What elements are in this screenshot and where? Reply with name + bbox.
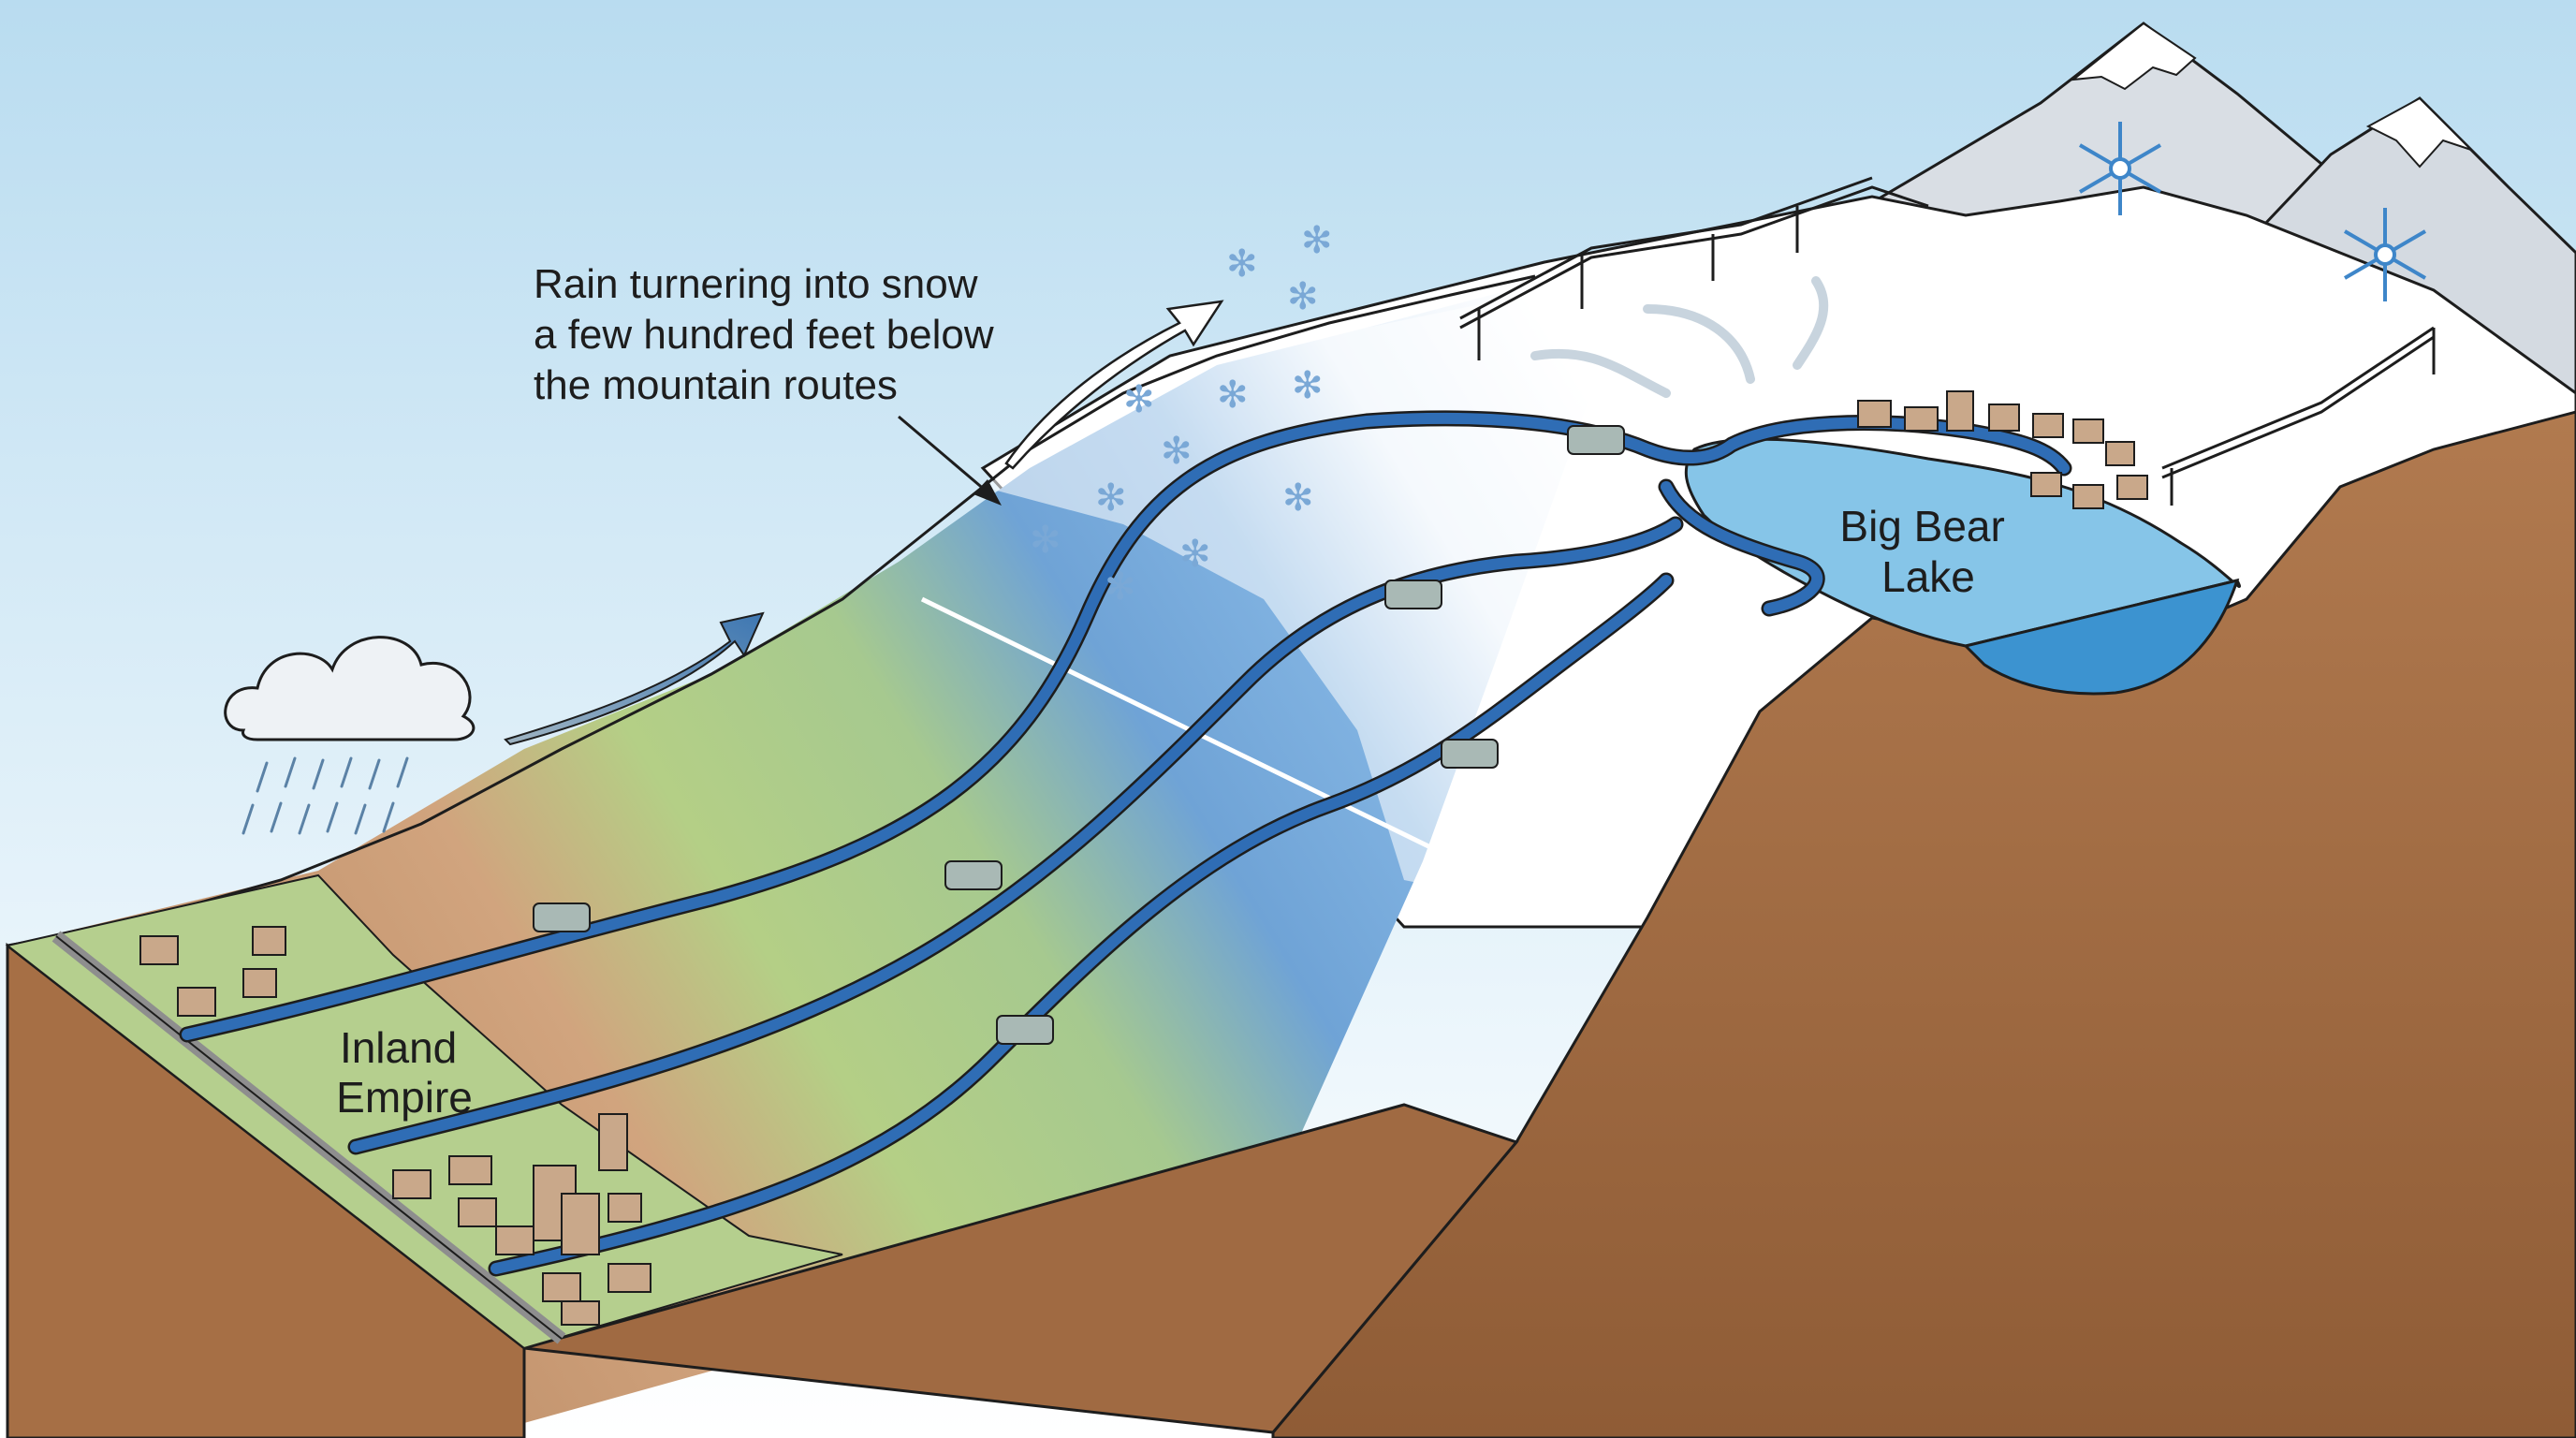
callout-arrow (898, 415, 1002, 506)
falling-snow: ✻✻✻ ✻✻✻ ✻✻✻ ✻✻✻ (1030, 219, 1333, 609)
mountain-roads (179, 410, 2072, 1277)
ski-trails (1530, 276, 1829, 398)
snowflake-icon (2078, 122, 2427, 301)
house-icon (139, 926, 651, 1326)
snow-line-wash (983, 262, 1778, 899)
wind-arrow-lower (504, 611, 765, 746)
svg-text:✻: ✻ (1105, 565, 1136, 609)
road-1 (182, 412, 2070, 1040)
terrain-cross-section-bottom (523, 1103, 1519, 1434)
svg-text:✻: ✻ (1179, 533, 1211, 576)
svg-text:✻: ✻ (1123, 378, 1155, 421)
callout-text: Rain turnering into snow a few hundred f… (534, 261, 1005, 408)
snow-line (920, 596, 1500, 883)
car-icon (533, 425, 1625, 1045)
snow-cap-left (2070, 22, 2197, 91)
road-switchback (1661, 481, 1823, 614)
svg-text:✻: ✻ (1030, 519, 1061, 562)
svg-text:✻: ✻ (1226, 242, 1258, 286)
big-bear-lake-label: Big Bear Lake (1839, 502, 2016, 601)
house-icon-bigbear (1857, 390, 2148, 509)
svg-text:✻: ✻ (1292, 364, 1324, 407)
svg-text:✻: ✻ (1287, 275, 1319, 318)
terrain-ridge-outline (7, 274, 1536, 947)
inland-empire-label: Inland Empire (336, 1023, 473, 1122)
svg-text:✻: ✻ (1161, 430, 1193, 473)
svg-text:✻: ✻ (1095, 477, 1127, 520)
big-bear-lake-section (1963, 578, 2240, 696)
svg-text:✻: ✻ (1282, 477, 1314, 520)
snow-cap-right (2365, 96, 2472, 169)
rain-cloud-icon (224, 636, 476, 835)
ski-lift-icon (1459, 176, 2436, 506)
svg-text:✻: ✻ (1301, 219, 1333, 262)
road-3 (490, 575, 1672, 1274)
road-2 (350, 519, 1681, 1152)
svg-text:✻: ✻ (1217, 374, 1249, 417)
valley-highway-edge (55, 935, 563, 1340)
wind-arrow-upper (1004, 300, 1224, 470)
